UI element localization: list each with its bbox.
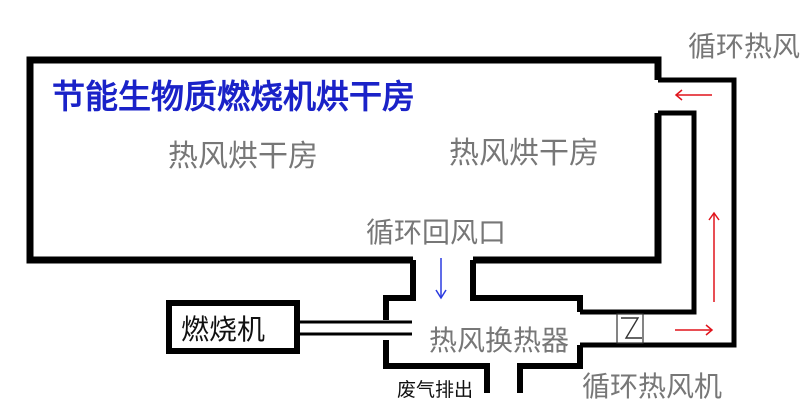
burner-label: 燃烧机: [181, 313, 265, 346]
room-label-right: 热风烘干房: [449, 136, 599, 171]
heat-exchanger-left-wall: [383, 340, 490, 393]
burner-box: [166, 300, 300, 354]
heat-exchanger-bottom-right: [517, 345, 583, 393]
return-air-arrow: [435, 258, 447, 300]
hot-air-arrows: [674, 89, 720, 336]
exhaust-label: 废气排出: [397, 379, 473, 401]
diagram-title: 节能生物质燃烧机烘干房: [52, 77, 415, 116]
circulating-hot-air-label: 循环热风: [688, 30, 800, 63]
room-label-left: 热风烘干房: [168, 139, 318, 174]
return-duct-left-wall: [383, 260, 416, 320]
fan-duct-bottom: [580, 77, 737, 348]
fan-duct-top: [580, 110, 697, 315]
return-air-inlet-label: 循环回风口: [366, 216, 506, 249]
fan-blade-icon: [621, 317, 642, 339]
heat-exchanger-label: 热风换热器: [429, 324, 569, 357]
circulating-fan-label: 循环热风机: [582, 370, 722, 403]
return-duct-right-wall: [470, 260, 583, 312]
drying-room-wall-right-lower: [473, 113, 662, 264]
